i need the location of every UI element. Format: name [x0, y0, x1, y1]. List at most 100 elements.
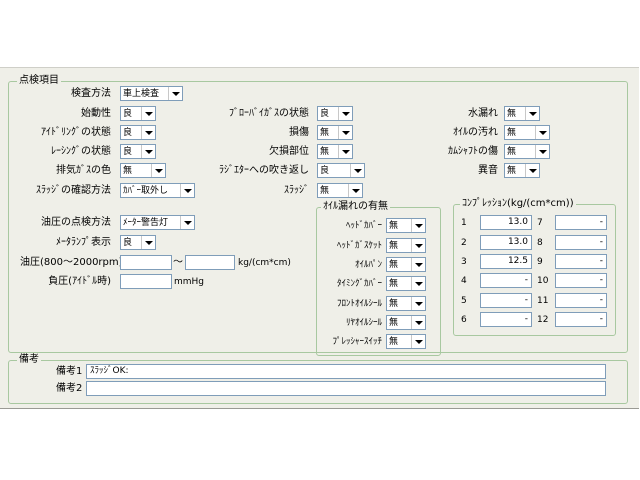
compression-input[interactable]: -: [555, 312, 607, 327]
chevron-down-icon[interactable]: [180, 184, 194, 197]
water-leak-label: 水漏れ: [468, 108, 498, 119]
sludge-method-select[interactable]: ｶﾊﾞｰ取外し: [120, 183, 195, 198]
compression-input[interactable]: 13.0: [480, 235, 532, 250]
compression-input[interactable]: -: [480, 273, 532, 288]
compression-input[interactable]: -: [555, 215, 607, 230]
sludge-select[interactable]: 無: [317, 183, 363, 198]
oil-leak-label: ﾌﾟﾚｯｼｬｰｽｲｯﾁ: [332, 337, 382, 347]
compression-cyl-no: 2: [461, 238, 467, 248]
chevron-down-icon[interactable]: [141, 126, 155, 139]
chevron-down-icon[interactable]: [338, 126, 352, 139]
meter-lamp-select[interactable]: 良: [120, 235, 156, 250]
oil-pressure-unit: kg/(cm*cm): [238, 258, 291, 268]
oil-leak-select[interactable]: 無: [386, 276, 426, 291]
compression-input[interactable]: -: [555, 235, 607, 250]
compression-cyl-no: 7: [537, 218, 543, 228]
method-select[interactable]: 車上検査: [120, 86, 183, 101]
chevron-down-icon[interactable]: [525, 107, 539, 120]
oil-pressure-max-input[interactable]: [185, 255, 235, 270]
missing-label: 欠損部位: [269, 146, 309, 157]
starting-label: 始動性: [81, 108, 111, 119]
remark2-label: 備考2: [56, 383, 83, 394]
chevron-down-icon[interactable]: [535, 145, 549, 158]
oil-leak-label: ﾍｯﾄﾞｶﾞｽｹｯﾄ: [336, 241, 382, 251]
chevron-down-icon[interactable]: [350, 164, 364, 177]
compression-input[interactable]: -: [555, 254, 607, 269]
chevron-down-icon[interactable]: [338, 145, 352, 158]
remark2-input[interactable]: [86, 381, 606, 396]
chevron-down-icon[interactable]: [411, 277, 425, 290]
compression-input[interactable]: 12.5: [480, 254, 532, 269]
chevron-down-icon[interactable]: [338, 107, 352, 120]
compression-cyl-no: 5: [461, 296, 467, 306]
oil-leak-label: ｵｲﾙﾊﾟﾝ: [354, 260, 382, 270]
chevron-down-icon[interactable]: [411, 335, 425, 348]
idling-select[interactable]: 良: [120, 125, 156, 140]
compression-input[interactable]: -: [555, 273, 607, 288]
missing-select[interactable]: 無: [317, 144, 353, 159]
compression-cyl-no: 10: [537, 276, 549, 286]
oil-dirt-label: ｵｲﾙの汚れ: [453, 127, 498, 138]
compression-input[interactable]: -: [555, 293, 607, 308]
oil-leak-select[interactable]: 無: [386, 315, 426, 330]
compression-group: ｺﾝﾌﾟﾚｯｼｮﾝ(kg/(cm*cm)): [453, 198, 616, 336]
inspection-group-title: 点検項目: [17, 75, 61, 87]
chevron-down-icon[interactable]: [535, 126, 549, 139]
cam-label: ｶﾑｼｬﾌﾄの傷: [448, 146, 498, 157]
remarks-group-title: 備考: [17, 354, 41, 366]
remark1-input[interactable]: ｽﾗｯｼﾞOK:: [86, 364, 606, 379]
chevron-down-icon[interactable]: [141, 145, 155, 158]
oil-leak-select[interactable]: 無: [386, 238, 426, 253]
oil-pressure-tilde: ～: [173, 257, 183, 268]
cam-select[interactable]: 無: [504, 144, 550, 159]
damage-label: 損傷: [289, 127, 309, 138]
chevron-down-icon[interactable]: [348, 184, 362, 197]
compression-input[interactable]: -: [480, 312, 532, 327]
chevron-down-icon[interactable]: [525, 164, 539, 177]
oil-leak-group-title: ｵｲﾙ漏れの有無: [321, 201, 390, 213]
chevron-down-icon[interactable]: [168, 87, 182, 100]
chevron-down-icon[interactable]: [151, 164, 165, 177]
chevron-down-icon[interactable]: [141, 107, 155, 120]
idling-label: ｱｲﾄﾞﾘﾝｸﾞの状態: [41, 127, 111, 138]
chevron-down-icon[interactable]: [141, 236, 155, 249]
radiator-select[interactable]: 良: [317, 163, 365, 178]
compression-cyl-no: 4: [461, 276, 467, 286]
starting-select[interactable]: 良: [120, 106, 156, 121]
meter-lamp-label: ﾒｰﾀﾗﾝﾌﾟ表示: [56, 237, 111, 248]
damage-select[interactable]: 無: [317, 125, 353, 140]
oil-pressure-method-select[interactable]: ﾒｰﾀｰ警告灯: [120, 215, 195, 230]
oil-leak-group: ｵｲﾙ漏れの有無: [316, 201, 441, 356]
oil-leak-select[interactable]: 無: [386, 257, 426, 272]
compression-cyl-no: 3: [461, 257, 467, 267]
compression-cyl-no: 8: [537, 238, 543, 248]
noise-select[interactable]: 無: [504, 163, 540, 178]
racing-select[interactable]: 良: [120, 144, 156, 159]
water-leak-select[interactable]: 無: [504, 106, 540, 121]
exhaust-select[interactable]: 無: [120, 163, 166, 178]
remarks-group: 備考: [8, 354, 628, 404]
chevron-down-icon[interactable]: [180, 216, 194, 229]
oil-leak-select[interactable]: 無: [386, 296, 426, 311]
remark1-label: 備考1: [56, 366, 83, 377]
chevron-down-icon[interactable]: [411, 316, 425, 329]
chevron-down-icon[interactable]: [411, 219, 425, 232]
oil-leak-label: ﾌﾛﾝﾄｵｲﾙｼｰﾙ: [336, 299, 382, 309]
compression-input[interactable]: -: [480, 293, 532, 308]
oil-pressure-min-input[interactable]: [120, 255, 172, 270]
compression-cyl-no: 6: [461, 315, 467, 325]
oil-pressure-label: 油圧(800～2000rpm): [20, 257, 123, 268]
blowby-select[interactable]: 良: [317, 106, 353, 121]
oil-dirt-select[interactable]: 無: [504, 125, 550, 140]
oil-leak-label: ﾀｲﾐﾝｸﾞｶﾊﾞｰ: [336, 279, 382, 289]
compression-input[interactable]: 13.0: [480, 215, 532, 230]
chevron-down-icon[interactable]: [411, 258, 425, 271]
inspection-group: 点検項目: [8, 75, 628, 353]
oil-leak-select[interactable]: 無: [386, 334, 426, 349]
chevron-down-icon[interactable]: [411, 239, 425, 252]
sludge-label: ｽﾗｯｼﾞ: [284, 185, 309, 196]
oil-leak-select[interactable]: 無: [386, 218, 426, 233]
neg-pressure-input[interactable]: [120, 274, 172, 289]
compression-cyl-no: 9: [537, 257, 543, 267]
chevron-down-icon[interactable]: [411, 297, 425, 310]
